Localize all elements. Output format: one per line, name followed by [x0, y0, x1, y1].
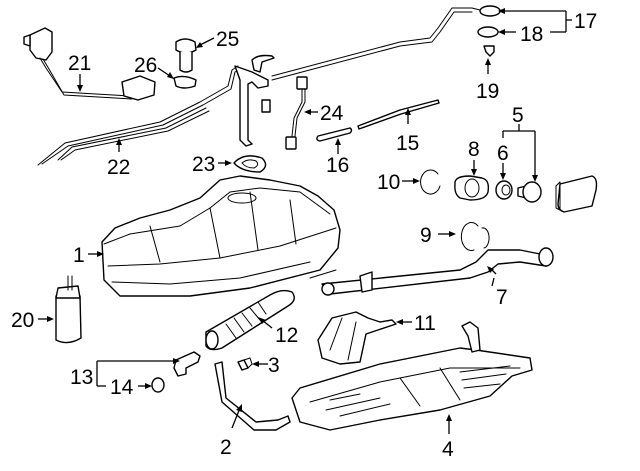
clamp-ring-large-part[interactable]: [460, 222, 490, 251]
clamp-ring-small-part[interactable]: [420, 169, 441, 195]
filler-pipe-part[interactable]: [309, 247, 554, 296]
callout-15: 15: [396, 132, 419, 155]
callout-20: 20: [11, 309, 34, 332]
callout-6: 6: [497, 142, 509, 165]
filler-neck-housing-part[interactable]: [454, 175, 490, 201]
callout-18: 18: [520, 23, 543, 46]
filter-bracket-part[interactable]: [173, 75, 197, 89]
leader-lines: [38, 8, 572, 434]
wiring-harness-part[interactable]: [285, 76, 308, 150]
callout-4: 4: [442, 438, 454, 461]
callout-21: 21: [68, 52, 91, 75]
tank-gasket-part[interactable]: [233, 155, 267, 173]
filler-hose-part[interactable]: [205, 289, 295, 351]
cap-gasket-part[interactable]: [495, 180, 513, 200]
callout-16: 16: [326, 154, 349, 177]
callout-23: 23: [192, 153, 215, 176]
callout-8: 8: [468, 138, 480, 161]
callout-9: 9: [420, 224, 432, 247]
callout-1: 1: [73, 244, 85, 267]
upper-fuel-line-part[interactable]: [271, 7, 481, 81]
fuel-lines-part[interactable]: [37, 65, 241, 166]
skid-plate-part[interactable]: [291, 321, 533, 431]
bolt-part[interactable]: [237, 357, 253, 371]
sending-unit-part[interactable]: [23, 27, 156, 101]
callout-24: 24: [320, 102, 344, 125]
callout-2: 2: [220, 436, 232, 459]
callout-11: 11: [414, 312, 436, 335]
callout-17: 17: [574, 10, 597, 33]
drain-valve-part[interactable]: [173, 351, 201, 377]
drain-gasket-part[interactable]: [151, 377, 165, 393]
callout-7: 7: [496, 286, 508, 309]
callout-12: 12: [275, 324, 298, 347]
callout-5: 5: [512, 104, 524, 127]
clip-part[interactable]: [483, 45, 495, 57]
callout-14: 14: [110, 376, 134, 399]
fuel-filter-part[interactable]: [175, 38, 197, 73]
callout-19: 19: [476, 80, 499, 103]
fuel-pump-part[interactable]: [55, 275, 82, 344]
fuel-sender-bracket-part[interactable]: [234, 54, 275, 147]
callout-3: 3: [268, 354, 280, 377]
heat-shield-part[interactable]: [317, 311, 397, 365]
grommet-assembly-part[interactable]: [479, 5, 501, 17]
tank-strap-part[interactable]: [214, 361, 291, 431]
callout-10: 10: [377, 171, 400, 194]
grommet-part[interactable]: [477, 26, 499, 38]
fuel-door-part[interactable]: [555, 175, 598, 213]
fuel-cap-part[interactable]: [517, 181, 542, 203]
callout-13: 13: [70, 366, 93, 389]
vent-hose-part[interactable]: [357, 99, 440, 130]
breather-hose-part[interactable]: [316, 127, 353, 142]
fuel-tank-part[interactable]: [101, 175, 341, 297]
callout-22: 22: [107, 156, 130, 179]
callout-26: 26: [134, 54, 157, 77]
callout-25: 25: [216, 28, 239, 51]
callout-labels: 1 2 3 4 5 6 7 8 9 10 11 12 13 14 15 16 1…: [11, 10, 597, 461]
